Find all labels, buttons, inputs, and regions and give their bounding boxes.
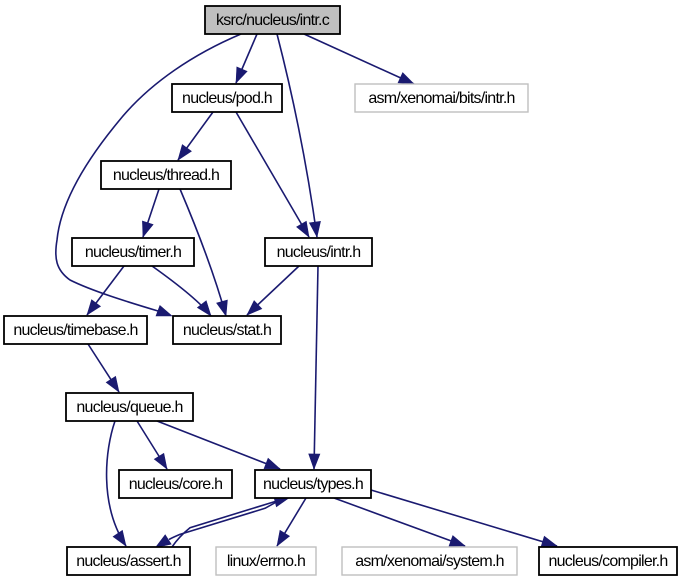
svg-text:nucleus/thread.h: nucleus/thread.h	[113, 167, 219, 184]
svg-text:linux/errno.h: linux/errno.h	[227, 553, 305, 570]
svg-text:ksrc/nucleus/intr.c: ksrc/nucleus/intr.c	[216, 12, 330, 29]
svg-text:nucleus/timebase.h: nucleus/timebase.h	[13, 322, 137, 339]
svg-text:nucleus/stat.h: nucleus/stat.h	[183, 322, 271, 339]
svg-text:nucleus/assert.h: nucleus/assert.h	[76, 553, 181, 570]
svg-text:nucleus/queue.h: nucleus/queue.h	[76, 399, 182, 416]
svg-text:asm/xenomai/system.h: asm/xenomai/system.h	[355, 553, 504, 570]
svg-text:asm/xenomai/bits/intr.h: asm/xenomai/bits/intr.h	[368, 90, 514, 107]
svg-text:nucleus/core.h: nucleus/core.h	[129, 476, 223, 493]
svg-text:nucleus/types.h: nucleus/types.h	[263, 476, 363, 493]
svg-text:nucleus/compiler.h: nucleus/compiler.h	[548, 553, 667, 570]
svg-text:nucleus/intr.h: nucleus/intr.h	[277, 244, 361, 261]
svg-text:nucleus/timer.h: nucleus/timer.h	[85, 244, 181, 261]
svg-text:nucleus/pod.h: nucleus/pod.h	[182, 90, 272, 107]
